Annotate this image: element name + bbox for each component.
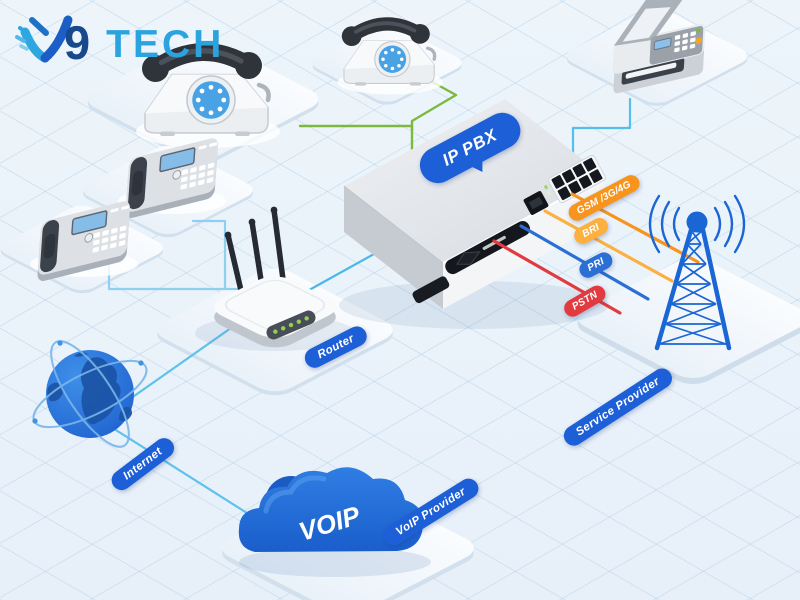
logo-word: TECH (106, 23, 225, 66)
v9-tech-logo: 9 TECH (14, 8, 224, 66)
line-analog-phone-1-to-pbx (298, 124, 414, 154)
ip-phone-2 (29, 198, 139, 284)
wifi-router (195, 207, 355, 353)
pbx-fxs-port-block (548, 154, 606, 204)
logo-number: 9 (64, 16, 91, 70)
ip-pbx-device (339, 99, 609, 329)
pbx-lan-port (523, 191, 549, 215)
line-fax-to-pbx (571, 97, 632, 158)
ip-phone-1 (117, 135, 227, 221)
v9-logo-swoosh-icon (15, 15, 73, 63)
line-ip-phone-1-to-router (191, 219, 227, 290)
bri-line (543, 209, 674, 283)
